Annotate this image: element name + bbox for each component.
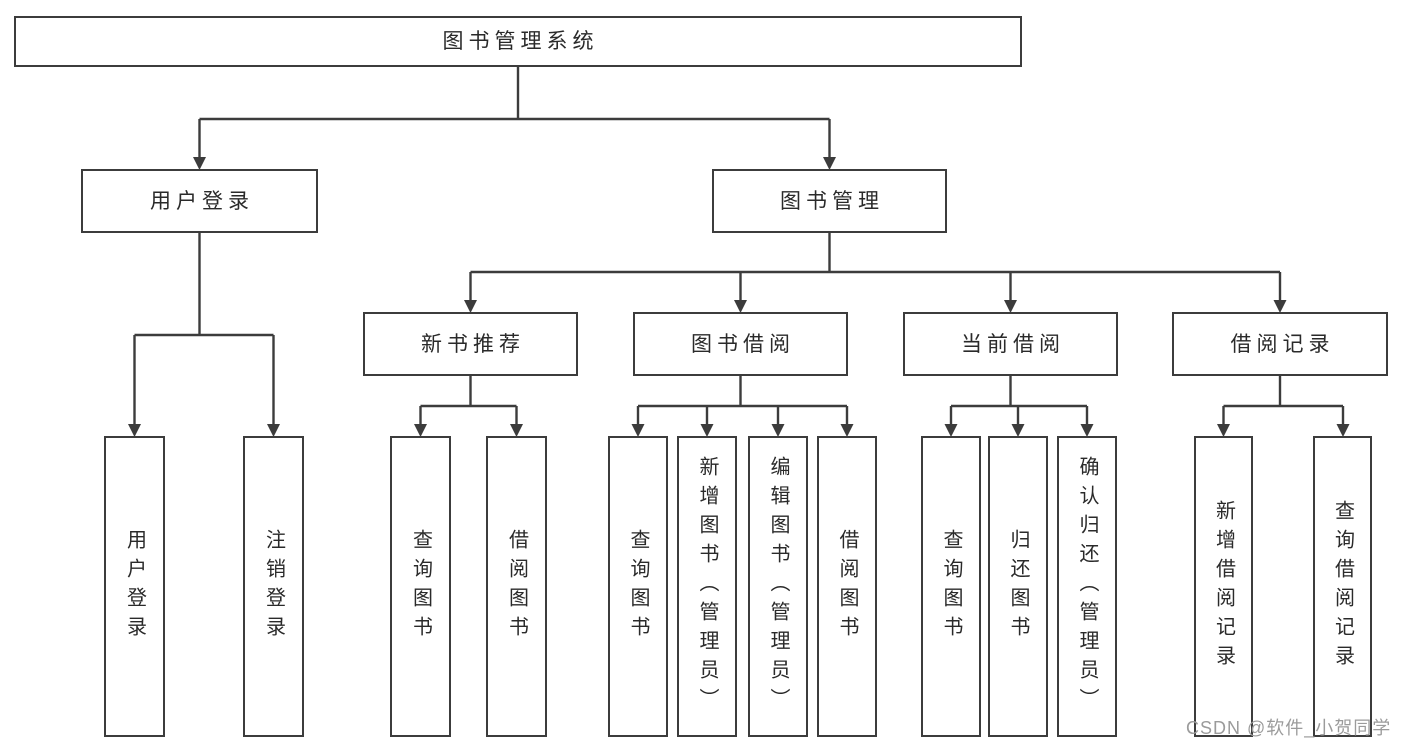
node-book-management-label: 图书管理 — [780, 189, 884, 213]
leaf-borrow-edit-books-admin: 编辑图书（管理员） — [748, 436, 808, 737]
node-user-login-label: 用户登录 — [150, 189, 254, 213]
leaf-recommend-query-books: 查询图书 — [390, 436, 451, 737]
node-current-borrow-label: 当前借阅 — [961, 332, 1065, 356]
leaf-borrow-add-books-admin-label: 新增图书（管理员） — [696, 456, 718, 717]
node-borrow-records: 借阅记录 — [1172, 312, 1388, 376]
leaf-current-return-books-label: 归还图书 — [1007, 528, 1029, 645]
node-new-book-recommend-label: 新书推荐 — [421, 332, 525, 356]
node-new-book-recommend: 新书推荐 — [363, 312, 578, 376]
leaf-user-login-label: 用户登录 — [123, 528, 146, 645]
node-root-label: 图书管理系统 — [442, 30, 599, 53]
leaf-borrow-borrow-books-label: 借阅图书 — [836, 528, 858, 645]
node-user-login: 用户登录 — [81, 169, 318, 233]
node-root: 图书管理系统 — [14, 16, 1022, 67]
leaf-borrow-borrow-books: 借阅图书 — [817, 436, 877, 737]
leaf-user-login: 用户登录 — [104, 436, 165, 737]
leaf-recommend-query-books-label: 查询图书 — [409, 528, 432, 645]
node-borrow-records-label: 借阅记录 — [1230, 332, 1335, 356]
leaf-borrow-query-books-label: 查询图书 — [627, 528, 649, 645]
leaf-recommend-borrow-books: 借阅图书 — [486, 436, 547, 737]
leaf-borrow-add-books-admin: 新增图书（管理员） — [677, 436, 737, 737]
leaf-records-query-record: 查询借阅记录 — [1313, 436, 1372, 737]
leaf-recommend-borrow-books-label: 借阅图书 — [505, 528, 528, 645]
leaf-current-confirm-return-admin: 确认归还（管理员） — [1057, 436, 1117, 737]
leaf-current-query-books: 查询图书 — [921, 436, 981, 737]
leaf-current-query-books-label: 查询图书 — [940, 528, 962, 645]
leaf-logout-login-label: 注销登录 — [262, 528, 285, 645]
node-book-borrow-label: 图书借阅 — [691, 332, 795, 356]
node-book-borrow: 图书借阅 — [633, 312, 848, 376]
leaf-records-add-record-label: 新增借阅记录 — [1212, 499, 1235, 674]
leaf-borrow-query-books: 查询图书 — [608, 436, 668, 737]
leaf-current-confirm-return-admin-label: 确认归还（管理员） — [1076, 456, 1098, 717]
leaf-logout-login: 注销登录 — [243, 436, 304, 737]
node-current-borrow: 当前借阅 — [903, 312, 1118, 376]
leaf-records-add-record: 新增借阅记录 — [1194, 436, 1253, 737]
leaf-current-return-books: 归还图书 — [988, 436, 1048, 737]
node-book-management: 图书管理 — [712, 169, 947, 233]
leaf-borrow-edit-books-admin-label: 编辑图书（管理员） — [767, 456, 789, 717]
leaf-records-query-record-label: 查询借阅记录 — [1331, 499, 1354, 674]
watermark: CSDN @软件_小贺同学 — [1186, 718, 1392, 738]
